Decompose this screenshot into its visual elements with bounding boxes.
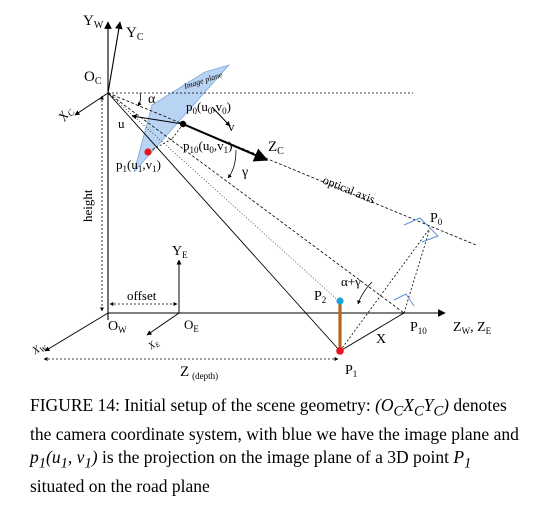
yc-axis <box>107 21 123 94</box>
label-zw-ze: ZW, ZE <box>453 320 492 336</box>
alpha-arc <box>137 92 142 107</box>
ray-oc-p2 <box>107 92 341 303</box>
p1-p10-line <box>339 312 405 352</box>
figure-caption: FIGURE 14: Initial setup of the scene ge… <box>30 395 519 496</box>
zc-axis <box>182 123 269 162</box>
p10-p1-link <box>147 138 173 153</box>
p0-p10-link <box>171 123 184 140</box>
label-p0-image: p0(u0,v0) <box>186 99 231 116</box>
right-angle-marker-p10 <box>393 293 415 307</box>
p10-p0-line <box>403 227 431 314</box>
label-u: u <box>118 116 125 131</box>
xe-axis <box>146 312 180 336</box>
alpha-gamma-arc <box>357 281 373 305</box>
label-p10-image: p10(u0,v1) <box>183 138 232 155</box>
label-ye: YE <box>172 244 188 260</box>
label-P10: P10 <box>410 320 427 336</box>
label-zc: ZC <box>268 139 284 157</box>
label-p1-image: p1(u1,v1) <box>116 157 161 174</box>
label-alpha-gamma: α+γ <box>341 274 361 289</box>
gamma-arc <box>227 149 237 179</box>
label-v: v <box>228 119 235 134</box>
point-p1-image <box>144 148 152 156</box>
label-yw: YW <box>83 13 104 31</box>
label-xw: XW <box>29 339 49 358</box>
point-P1 <box>336 347 344 355</box>
label-P2: P2 <box>314 289 326 305</box>
label-height: height <box>80 189 95 222</box>
ray-oc-p1 <box>107 92 341 352</box>
u-axis <box>131 114 184 125</box>
scene-geometry-diagram: YW YC OC XC u v α Image plane p0(u0,v0) … <box>29 13 492 381</box>
v-axis <box>211 106 231 127</box>
label-depth: Z(depth) <box>180 364 218 381</box>
label-gamma: γ <box>241 165 248 180</box>
label-oe: OE <box>184 317 199 334</box>
label-xc: XC <box>54 103 77 126</box>
xw-axis <box>44 312 109 352</box>
point-p0-image <box>179 120 187 128</box>
label-yc: YC <box>126 25 144 43</box>
label-optical-axis: optical axis <box>321 173 378 207</box>
label-P0: P0 <box>430 211 443 227</box>
label-X: X <box>376 332 386 347</box>
label-alpha: α <box>148 92 156 107</box>
label-xe: XE <box>146 337 163 354</box>
label-ow: OW <box>108 319 127 335</box>
label-oc: OC <box>84 69 102 87</box>
point-P2 <box>336 297 344 305</box>
xc-axis <box>74 92 109 116</box>
ray-oc-p10 <box>107 92 405 314</box>
right-angle-marker-p0 <box>403 217 439 243</box>
label-offset: offset <box>127 288 157 303</box>
label-P1: P1 <box>345 363 357 379</box>
p1-p0-line <box>339 227 431 352</box>
optical-axis-line <box>107 92 477 246</box>
